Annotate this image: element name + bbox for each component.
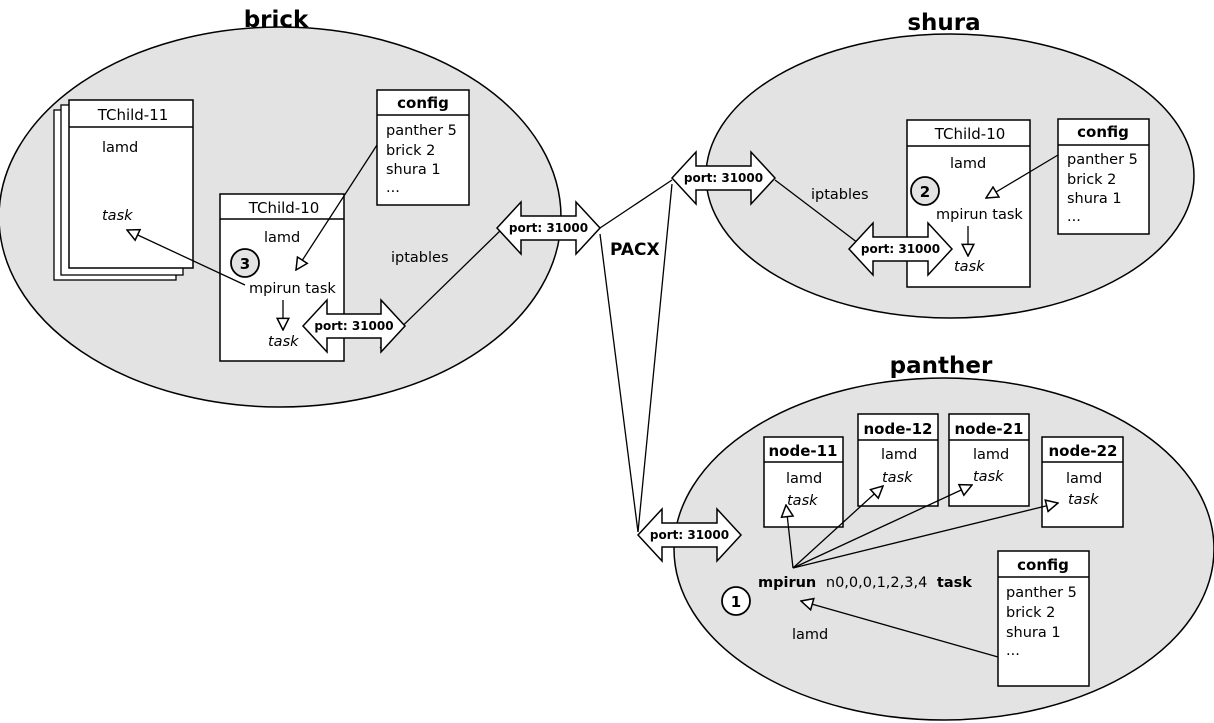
shura-config-line-1: panther 5	[1067, 152, 1138, 168]
step-2-label: 2	[920, 183, 930, 201]
panther-mpirun-word: mpirun	[758, 575, 816, 591]
node-21-task: task	[973, 469, 1004, 485]
pacx-label: PACX	[610, 240, 660, 260]
shura-internal-link	[774, 179, 863, 247]
shura-port-arrow-tchild-label: port: 31000	[861, 242, 940, 256]
brick-arrow-mpirun-to-task11	[127, 230, 246, 286]
pacx-link-shura-panther	[637, 183, 673, 533]
shura-port-arrow-tchild	[847, 221, 954, 277]
panther-config-line-1: panther 5	[1006, 585, 1077, 601]
panther-title: panther	[890, 353, 993, 379]
step-1-label: 1	[731, 593, 741, 611]
brick-port-arrow-pacx-label: port: 31000	[509, 221, 588, 235]
panther-host-ellipse	[673, 377, 1214, 721]
panther-arrow-to-node-21	[792, 485, 972, 569]
shura-arrow-config-to-mpirun	[986, 154, 1059, 198]
brick-config-line-3: shura 1	[386, 162, 441, 178]
pacx-link-brick-shura	[599, 179, 673, 229]
brick-tchild-10-task: task	[268, 334, 299, 350]
shura-port-arrow-pacx-label: port: 31000	[684, 171, 763, 185]
panther-config-title: config	[1017, 556, 1069, 574]
brick-tchild-10-title: TChild-10	[248, 199, 320, 217]
node-11-lamd: lamd	[786, 471, 822, 487]
panther-mpirun-args: n0,0,0,1,2,3,4	[826, 575, 927, 591]
shura-config-line-3: shura 1	[1067, 191, 1122, 207]
shura-config-box	[1057, 118, 1150, 235]
tchild-11-title: TChild-11	[97, 106, 169, 124]
panther-config-line-2: brick 2	[1006, 605, 1055, 621]
tchild-11-task: task	[102, 208, 133, 224]
panther-arrow-to-node-22	[792, 503, 1058, 569]
node-12-title: node-12	[864, 420, 933, 438]
node-12-lamd: lamd	[881, 447, 917, 463]
shura-config-line-2: brick 2	[1067, 172, 1116, 188]
pacx-link-brick-panther	[599, 233, 639, 533]
panther-config-box	[997, 550, 1090, 687]
node-11-task: task	[787, 493, 818, 509]
panther-mpirun-task: task	[937, 575, 972, 591]
node-21-title: node-21	[955, 420, 1024, 438]
port-arrows: port: 31000 port: 31000 port: 31000 port: 3…	[301, 150, 954, 563]
brick-arrow-config-to-mpirun	[296, 144, 378, 270]
node-22-task: task	[1068, 492, 1099, 508]
panther-arrow-to-node-11	[786, 505, 793, 569]
step-3-label: 3	[240, 255, 250, 273]
node-11-title: node-11	[769, 442, 838, 460]
node-22-lamd: lamd	[1066, 471, 1102, 487]
shura-iptables-label: iptables	[811, 187, 869, 203]
shura-config-line-4: ...	[1067, 209, 1081, 225]
brick-config-line-1: panther 5	[386, 123, 457, 139]
tchild-11-box	[68, 99, 194, 269]
brick-mpirun-task: mpirun task	[249, 281, 336, 297]
brick-config-line-4: ...	[386, 180, 400, 196]
tchild-11-lamd: lamd	[102, 140, 138, 156]
step-3-badge	[230, 248, 260, 278]
node-12-task: task	[882, 470, 913, 486]
panther-arrow-config-to-mpirun	[801, 601, 999, 658]
brick-title: brick	[244, 7, 309, 33]
panther-port-arrow-pacx	[636, 507, 743, 563]
brick-port-arrow-tchild	[301, 298, 407, 354]
brick-iptables-label: iptables	[391, 250, 449, 266]
shura-config-title: config	[1077, 123, 1129, 141]
brick-port-arrow-pacx	[495, 200, 602, 256]
brick-port-arrow-tchild-label: port: 31000	[314, 319, 393, 333]
shura-title: shura	[907, 10, 980, 36]
step-2-badge	[910, 176, 940, 206]
brick-config-title: config	[397, 94, 449, 112]
shura-tchild-10-title: TChild-10	[934, 125, 1006, 143]
panther-config-line-4: ...	[1006, 643, 1020, 659]
step-1-badge	[721, 586, 751, 616]
panther-lamd: lamd	[792, 627, 828, 643]
shura-mpirun-task: mpirun task	[936, 207, 1023, 223]
panther-arrow-to-node-12	[792, 486, 883, 569]
panther-config-line-3: shura 1	[1006, 625, 1061, 641]
node-22-title: node-22	[1049, 442, 1118, 460]
node-21-lamd: lamd	[973, 447, 1009, 463]
shura-tchild-10-task: task	[954, 259, 985, 275]
brick-config-box	[376, 89, 470, 206]
brick-tchild-10-lamd: lamd	[264, 230, 300, 246]
panther-mpirun-command: mpirun n0,0,0,1,2,3,4 task	[758, 575, 972, 591]
panther-node-11	[763, 436, 844, 528]
shura-tchild-10-lamd: lamd	[950, 156, 986, 172]
brick-config-line-2: brick 2	[386, 143, 435, 159]
shura-port-arrow-pacx	[670, 150, 777, 206]
panther-port-arrow-pacx-label: port: 31000	[650, 528, 729, 542]
